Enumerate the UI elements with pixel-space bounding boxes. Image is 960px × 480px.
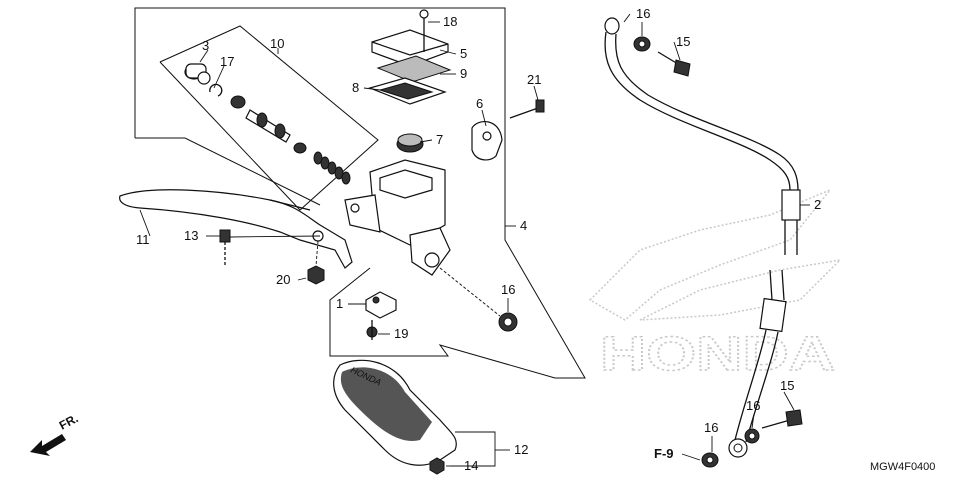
- callout-15-top: 15: [676, 34, 690, 49]
- callout-1: 1: [336, 296, 343, 311]
- master-cylinder-body: [344, 159, 451, 276]
- holder: [471, 121, 503, 161]
- pivot-axis-lower: [315, 240, 319, 267]
- float: [396, 133, 424, 153]
- callout-17: 17: [220, 54, 234, 69]
- front-label: FR.: [57, 411, 81, 432]
- upper-washer: [633, 36, 651, 52]
- callout-9: 9: [460, 66, 467, 81]
- callout-12: 12: [514, 442, 528, 457]
- pivot-nut: [307, 265, 325, 285]
- callout-11: 11: [136, 232, 150, 247]
- holder-bolt: [509, 99, 545, 119]
- callout-10: 10: [270, 36, 284, 51]
- watermark-text: HONDA: [600, 328, 835, 381]
- piston-cup: [293, 142, 307, 154]
- callout-4: 4: [520, 218, 527, 233]
- callout-15-bottom: 15: [780, 378, 794, 393]
- body-washer: [498, 312, 518, 332]
- callout-5: 5: [460, 46, 467, 61]
- callout-21: 21: [527, 72, 541, 87]
- guard-screw: [429, 457, 445, 475]
- honda-watermark: HONDA: [588, 189, 843, 382]
- callout-16-top: 16: [636, 6, 650, 21]
- callout-16-right: 16: [746, 398, 760, 413]
- callout-16-body: 16: [501, 282, 515, 297]
- callout-2: 2: [814, 197, 821, 212]
- piston: [245, 109, 291, 143]
- diaphragm: [368, 77, 447, 105]
- callout-13: 13: [184, 228, 198, 243]
- callout-19: 19: [394, 326, 408, 341]
- callout-6: 6: [476, 96, 483, 111]
- upper-banjo-bolt: [657, 51, 691, 77]
- lower-washer-right: [744, 428, 760, 444]
- leaders: [139, 13, 810, 467]
- banjo-axis: [439, 267, 501, 317]
- callout-8: 8: [352, 80, 359, 95]
- switch-screw: [366, 320, 378, 340]
- lever-pivot-bolt: [219, 229, 231, 265]
- callout-20: 20: [276, 272, 290, 287]
- brake-hose-lower: [728, 269, 787, 458]
- cap-screw: [419, 9, 429, 52]
- callout-3: 3: [202, 38, 209, 53]
- callout-18: 18: [443, 14, 457, 29]
- front-arrow-icon: FR.: [30, 411, 80, 456]
- section-ref: F-9: [654, 446, 674, 461]
- set-plate: [376, 55, 452, 83]
- callout-7: 7: [436, 132, 443, 147]
- diagram-code: MGW4F0400: [870, 461, 935, 473]
- callouts: 3 10 17 18 5 9 8 7 6 21 4 16 15 2 16 1 1…: [136, 6, 935, 473]
- boot: [184, 63, 211, 85]
- piston-washer: [230, 95, 246, 109]
- brake-switch: [365, 291, 397, 319]
- lower-banjo-bolt: [761, 409, 803, 429]
- kit-frame: [159, 25, 379, 211]
- spring: [313, 151, 351, 185]
- brake-hose-upper: [604, 17, 801, 255]
- callout-14: 14: [464, 458, 478, 473]
- pivot-axis: [229, 235, 321, 238]
- lower-washer-left: [701, 452, 719, 468]
- assembly-frame: [134, 7, 586, 379]
- circlip: [209, 83, 223, 97]
- hand-guard: HONDA: [333, 359, 457, 466]
- callout-16-left: 16: [704, 420, 718, 435]
